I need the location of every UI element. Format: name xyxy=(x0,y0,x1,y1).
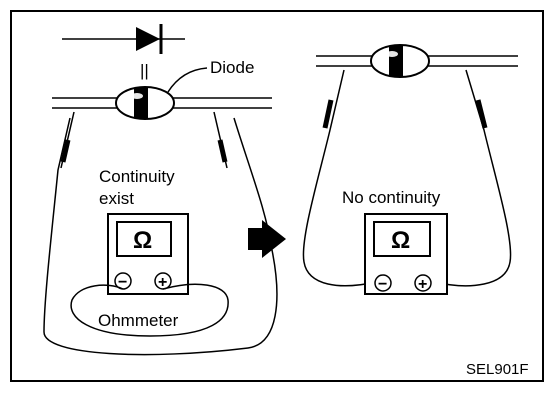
equivalence-mark: || xyxy=(140,61,149,80)
negative-terminal-sign: − xyxy=(378,276,387,293)
positive-terminal-sign: + xyxy=(158,274,167,291)
probe-wire xyxy=(302,69,377,287)
probe-left xyxy=(322,99,334,129)
negative-terminal-sign: − xyxy=(118,274,127,291)
negative-terminal xyxy=(374,274,392,292)
probe-right xyxy=(475,99,488,129)
diode-body xyxy=(370,44,430,78)
ohm-symbol: Ω xyxy=(391,227,410,254)
ohmmeter-lead-loop xyxy=(70,283,229,337)
no-continuity-status: No continuity xyxy=(342,188,441,207)
ohmmeter-label: Ohmmeter xyxy=(98,311,179,330)
diode-schematic-symbol xyxy=(62,24,185,54)
figure-code: SEL901F xyxy=(466,361,529,378)
positive-terminal xyxy=(414,274,432,292)
diode-label: Diode xyxy=(210,58,254,77)
diode-body xyxy=(115,86,175,120)
transition-arrow xyxy=(248,220,286,258)
left-panel: || Diode Continuity exist xyxy=(43,24,278,356)
probe-left xyxy=(60,111,75,169)
probe-wire xyxy=(433,69,512,287)
ohmmeter-left: Ω − + xyxy=(107,213,189,295)
positive-terminal-sign: + xyxy=(418,276,427,293)
continuity-status-line1: Continuity xyxy=(99,167,175,186)
probe-right xyxy=(213,111,228,169)
ohm-symbol: Ω xyxy=(133,227,152,254)
figure-border xyxy=(10,10,544,382)
diode-leader-line xyxy=(167,67,208,93)
continuity-status-line2: exist xyxy=(99,189,134,208)
right-panel: No continuity Ω − + xyxy=(302,44,518,295)
probe-wire-left xyxy=(43,117,278,356)
ohmmeter-right: Ω − + xyxy=(364,213,448,295)
